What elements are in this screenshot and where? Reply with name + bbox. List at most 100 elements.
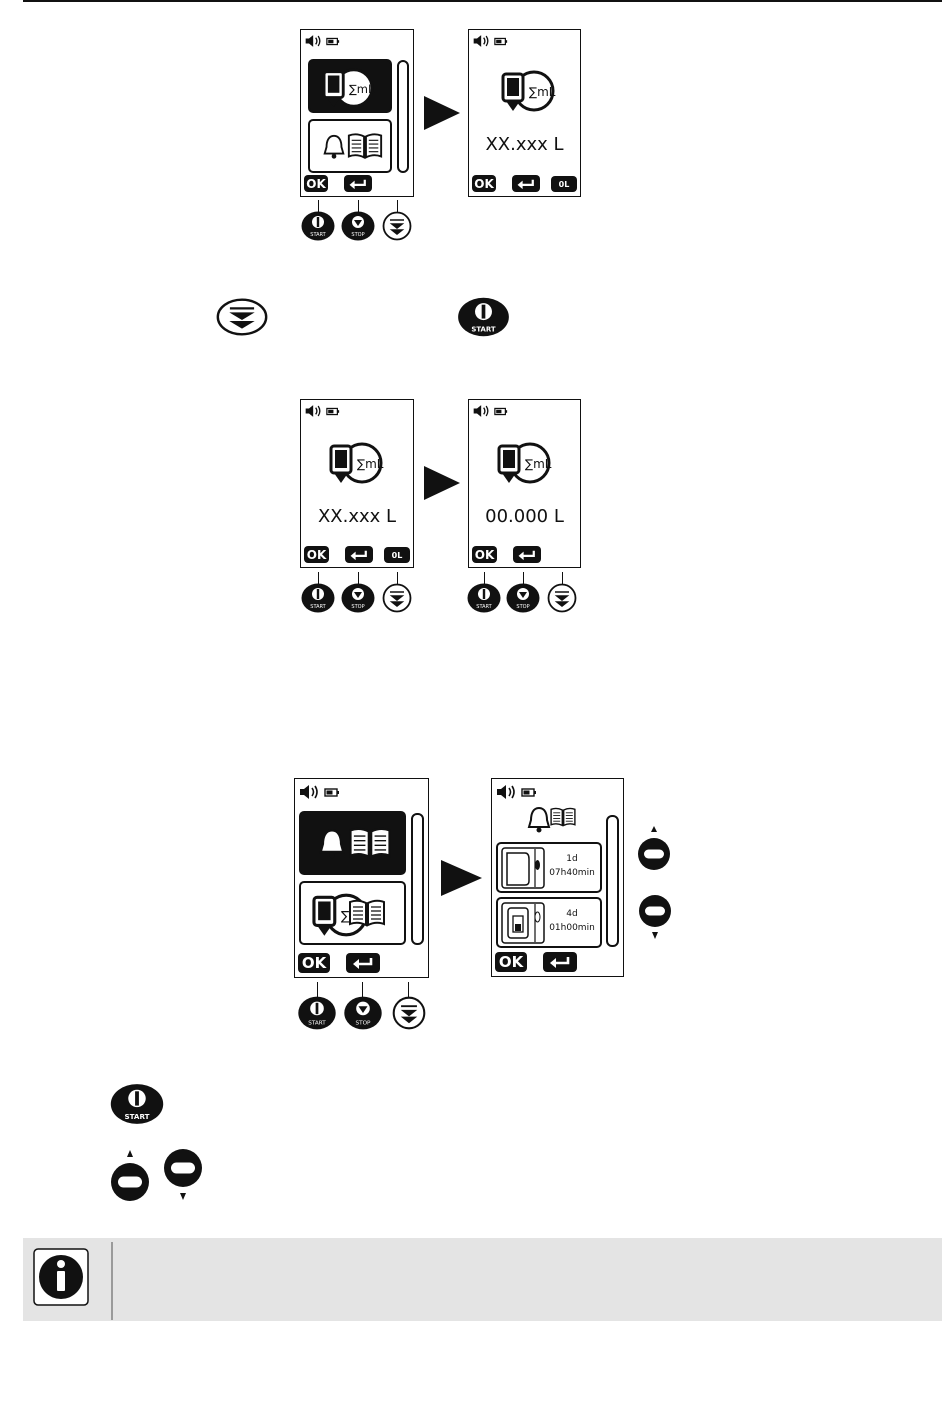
back-softkey[interactable] [345,546,373,563]
book-icon [347,825,393,861]
info-icon [33,1248,89,1306]
bottle-volume-icon [497,66,561,116]
scroll-button[interactable] [545,583,579,613]
log-entry-days: 4d [544,907,600,921]
back-softkey[interactable] [543,952,577,972]
info-note [23,1238,942,1321]
scroll-up-legend-icon [109,1148,151,1202]
speaker-icon [472,403,492,419]
status-bar [495,782,555,800]
stop-button[interactable]: STOP [341,583,375,613]
stop-button[interactable]: STOP [342,996,384,1030]
start-button-label: START [308,1020,326,1026]
scrollbar[interactable] [397,60,409,173]
start-button[interactable]: START [296,996,338,1030]
screen-total-volume-reset: 00.000 L OK [468,399,581,568]
battery-icon [326,37,340,46]
scroll-down-legend-icon [162,1148,204,1202]
speaker-icon [472,33,492,49]
ok-softkey[interactable]: OK [304,546,329,563]
enter-icon [348,548,370,562]
next-step-arrow [441,860,482,896]
total-volume-value: 00.000 L [469,506,580,527]
bottle-volume-icon [493,438,557,488]
battery-log-icon [501,902,545,944]
scroll-button[interactable] [380,211,414,241]
speaker-icon [304,403,324,419]
status-bar [472,403,532,421]
reset-softkey[interactable]: 0L [384,547,410,563]
log-entry[interactable]: 4d 01h00min [496,897,602,948]
ok-softkey[interactable]: OK [495,952,527,972]
bottle-volume-icon [325,438,389,488]
start-button[interactable]: START [467,583,501,613]
stop-button-label: STOP [351,232,364,238]
alarm-bell-icon [320,133,348,161]
softkey-bar: OK [303,175,411,194]
scrollbar[interactable] [411,813,424,945]
screen-menu-alarm: OK [294,778,429,978]
speaker-icon [298,782,322,802]
softkey-bar: OK 0L [303,546,411,565]
scroll-button[interactable] [388,996,430,1030]
screen-menu-1: OK [300,29,414,197]
ok-softkey[interactable]: OK [472,546,497,563]
log-entry-time: 01h00min [544,921,600,935]
log-entry-time: 07h40min [544,866,600,880]
log-entry-days: 1d [544,852,600,866]
softkey-bar: OK [297,953,426,975]
ok-softkey[interactable]: OK [304,175,328,192]
ok-softkey[interactable]: OK [472,175,496,192]
stop-button[interactable]: STOP [506,583,540,613]
reset-softkey[interactable]: 0L [551,176,577,192]
book-icon [347,897,387,929]
battery-icon [494,37,508,46]
ok-softkey[interactable]: OK [298,953,330,973]
softkey-bar: OK 0L [471,175,578,194]
status-bar [304,33,364,51]
back-softkey[interactable] [512,175,540,192]
menu-tile-volume-log[interactable] [299,881,406,945]
start-legend-label: START [125,1112,150,1121]
battery-icon [326,407,340,416]
softkey-bar: OK [471,546,578,565]
enter-icon [515,177,537,191]
status-bar [304,403,364,421]
stop-button-label: STOP [516,604,529,610]
start-button-label: START [310,604,326,610]
next-step-arrow [424,466,460,500]
status-bar [298,782,358,800]
menu-tile-alarm-log[interactable] [308,119,392,173]
next-step-arrow [424,96,460,130]
info-divider [111,1242,113,1320]
enter-icon [347,177,369,191]
menu-tile-total-volume[interactable] [308,59,392,113]
scroll-button[interactable] [380,583,414,613]
menu-tile-alarm-log[interactable] [299,811,406,875]
screen-total-volume-2: XX.xxx L OK 0L [300,399,414,568]
scrollbar[interactable] [606,815,619,947]
log-entry[interactable]: 1d 07h40min [496,842,602,893]
back-softkey[interactable] [346,953,380,973]
alarm-bell-icon [315,827,349,861]
scroll-button-legend-icon [216,298,268,336]
stop-button-label: STOP [351,604,364,610]
enter-icon [350,955,376,971]
start-button[interactable]: START [301,583,335,613]
scroll-up-button[interactable] [634,824,674,872]
scroll-down-button[interactable] [636,894,676,942]
infusion-bag-icon [501,847,545,889]
enter-icon [516,548,538,562]
book-icon [549,804,577,830]
battery-icon [521,787,537,798]
total-volume-value: XX.xxx L [469,134,580,155]
stop-button[interactable]: STOP [341,211,375,241]
stop-button-label: STOP [356,1020,371,1026]
battery-icon [324,787,340,798]
screen-total-volume-1: XX.xxx L OK 0L [468,29,581,197]
back-softkey[interactable] [513,546,541,563]
speaker-icon [304,33,324,49]
back-softkey[interactable] [344,175,372,192]
start-button-legend-icon: START [110,1083,164,1125]
start-button[interactable]: START [301,211,335,241]
